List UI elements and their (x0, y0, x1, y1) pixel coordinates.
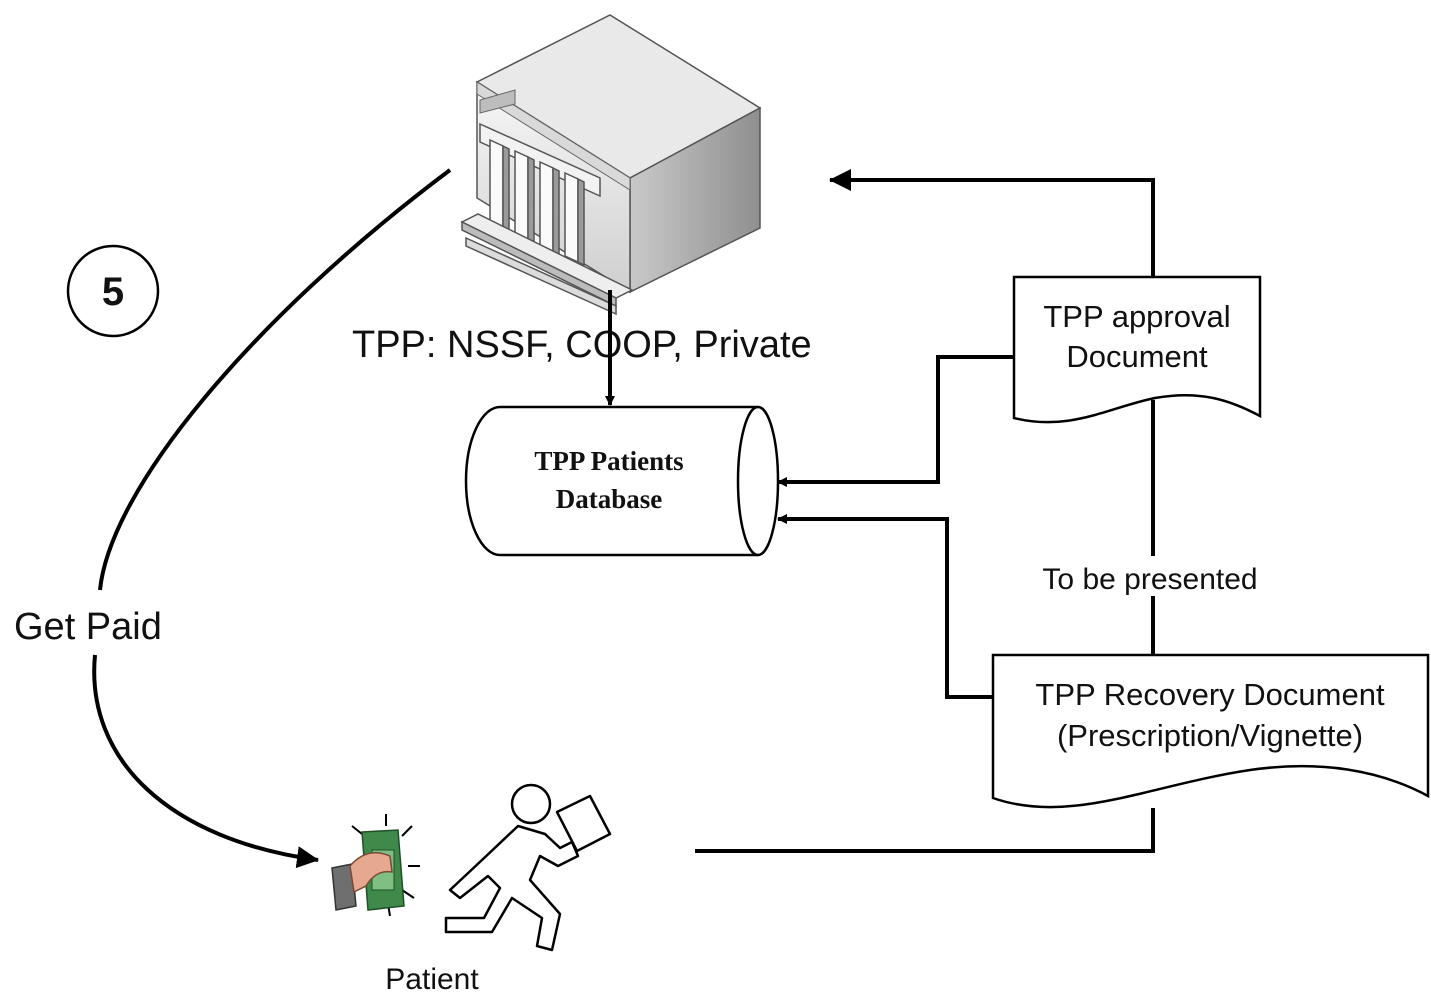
recovery-document: TPP Recovery Document (Prescription/Vign… (991, 653, 1430, 809)
recovery-to-database-arrow (777, 514, 993, 699)
money-hand-icon (331, 814, 420, 917)
step-badge: 5 (66, 244, 160, 338)
recovery-document-line1: TPP Recovery Document (1035, 677, 1385, 712)
approval-document-line2: Document (1066, 339, 1208, 374)
get-paid-curve-upper (98, 168, 452, 591)
recovery-document-line2: (Prescription/Vignette) (1057, 718, 1363, 753)
approval-to-database-arrow (777, 355, 1014, 487)
step-number: 5 (102, 270, 124, 314)
patients-database: TPP Patients Database (464, 405, 780, 557)
get-paid-label: Get Paid (14, 606, 162, 648)
tpp-label: TPP: NSSF, COOP, Private (352, 324, 812, 366)
to-be-presented-label: To be presented (1042, 563, 1257, 596)
get-paid-curve-lower (92, 654, 319, 869)
bank-building-icon (460, 14, 762, 316)
approval-document-line1: TPP approval (1043, 299, 1230, 334)
patient-to-recovery-connector (695, 808, 1155, 853)
database-label-line1: TPP Patients (534, 446, 683, 476)
walking-person-icon (444, 783, 612, 952)
approval-to-building-arrow (829, 169, 1155, 277)
approval-document: TPP approval Document (1012, 275, 1262, 424)
database-label-line2: Database (556, 484, 663, 514)
patient-label: Patient (385, 963, 479, 995)
